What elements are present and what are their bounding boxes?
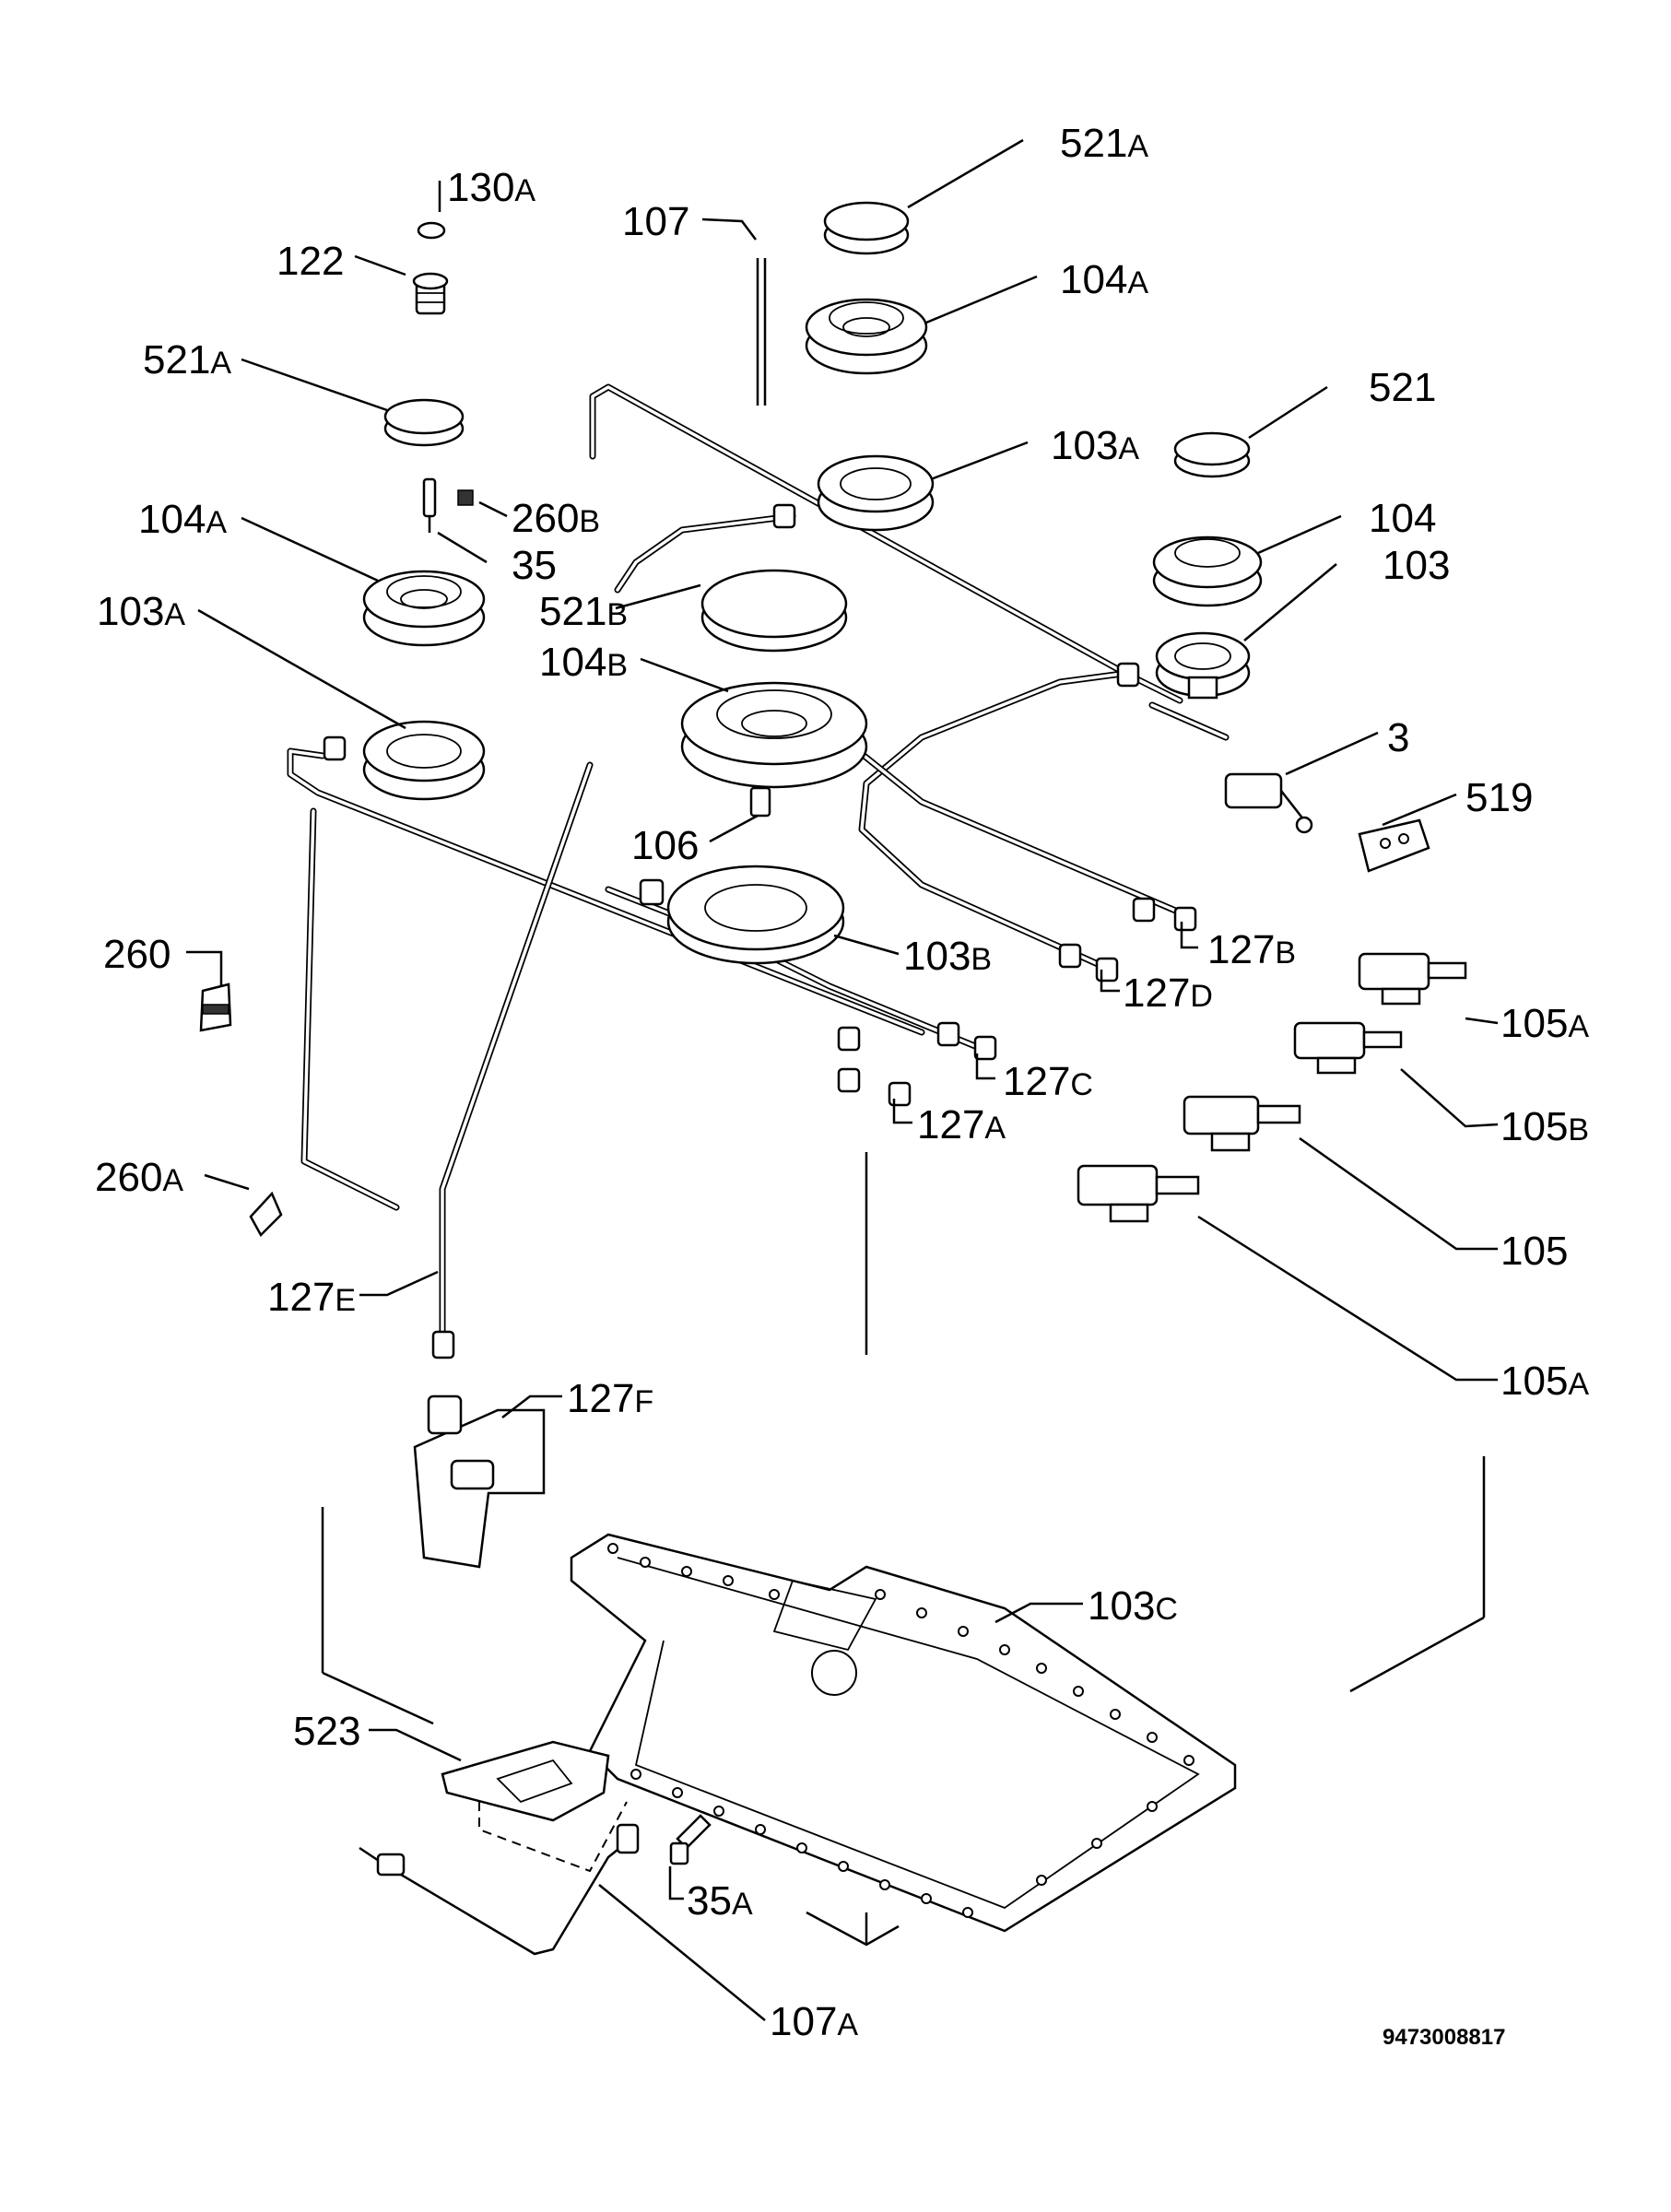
- label-35a: 35A: [687, 1878, 753, 1924]
- burner-crown-104a-left: [362, 570, 486, 647]
- label-521b: 521B: [539, 589, 628, 634]
- label-127c: 127C: [1003, 1059, 1093, 1104]
- burner-cap-521b: [700, 569, 848, 653]
- label-521: 521: [1369, 365, 1436, 410]
- label-130a: 130A: [447, 165, 535, 210]
- label-523: 523: [293, 1709, 360, 1754]
- label-105b: 105B: [1500, 1104, 1589, 1149]
- label-521a-left: 521A: [143, 337, 231, 382]
- label-260a: 260A: [95, 1155, 183, 1200]
- burner-cap-521a-left: [383, 398, 465, 447]
- label-105: 105: [1500, 1229, 1568, 1274]
- label-103b: 103B: [903, 934, 992, 979]
- valve-105a-top: [1358, 952, 1467, 1006]
- clip-260a: [249, 1191, 283, 1238]
- label-260: 260: [103, 932, 171, 977]
- label-107: 107: [622, 199, 689, 244]
- label-127d: 127D: [1123, 971, 1213, 1016]
- burner-crown-104b: [680, 681, 868, 789]
- ignition-bracket-523: [441, 1740, 628, 1873]
- hob-plate-103c: [570, 1533, 1237, 1933]
- label-127f: 127F: [567, 1376, 653, 1421]
- bracket-519: [1358, 818, 1430, 873]
- frame-lines: [321, 1152, 1486, 1947]
- burner-cap-521: [1173, 431, 1251, 478]
- valve-105: [1183, 1095, 1301, 1152]
- label-105a-lower: 105A: [1500, 1359, 1589, 1404]
- label-3: 3: [1387, 715, 1409, 760]
- pipe-fittings: [323, 503, 1197, 1359]
- label-103a-left: 103A: [97, 589, 185, 634]
- label-104a-top: 104A: [1060, 257, 1148, 302]
- burner-base-103a-left: [362, 720, 486, 801]
- drawing-code: 9473008817: [1383, 2025, 1505, 2050]
- label-127a: 127A: [917, 1102, 1006, 1147]
- label-519: 519: [1465, 775, 1533, 820]
- burner-crown-104: [1152, 535, 1263, 607]
- label-104b: 104B: [539, 640, 628, 685]
- label-127e: 127E: [267, 1275, 356, 1320]
- label-260b: 260B: [512, 496, 600, 541]
- label-103: 103: [1383, 543, 1450, 588]
- valve-105a-lower: [1077, 1164, 1200, 1223]
- burner-base-103a-center: [817, 454, 935, 532]
- part-labels: 521A 130A 107 122 104A 521A 521 103A 260…: [95, 121, 1589, 2044]
- burner-cap-521a-top: [823, 201, 910, 255]
- burner-base-103: [1155, 631, 1251, 700]
- label-107a: 107A: [770, 1999, 858, 2044]
- label-105a-right: 105A: [1500, 1001, 1589, 1046]
- coupling-bracket-127f: [413, 1394, 546, 1569]
- clip-260: [199, 982, 232, 1032]
- spark-plug-35a: [669, 1814, 712, 1865]
- label-103c: 103C: [1088, 1583, 1178, 1629]
- injector-106: [749, 786, 771, 818]
- spark-electrode-35: [422, 477, 474, 533]
- label-103a-center: 103A: [1051, 423, 1139, 468]
- label-104: 104: [1369, 496, 1436, 541]
- thermocouple-107a: [359, 1823, 640, 1956]
- label-106: 106: [631, 823, 699, 868]
- burner-crown-104a-top: [805, 298, 928, 375]
- injector-122: [412, 221, 449, 315]
- label-127b: 127B: [1207, 927, 1296, 972]
- label-122: 122: [277, 239, 344, 284]
- safety-valve-3: [1224, 772, 1313, 834]
- plate-holes: [607, 1543, 1194, 1918]
- label-35: 35: [512, 543, 557, 588]
- leader-lines: [186, 138, 1499, 2021]
- label-521a-top: 521A: [1060, 121, 1148, 166]
- burner-base-103b: [666, 865, 845, 965]
- valve-105b: [1293, 1021, 1403, 1075]
- label-104a-left: 104A: [138, 497, 227, 542]
